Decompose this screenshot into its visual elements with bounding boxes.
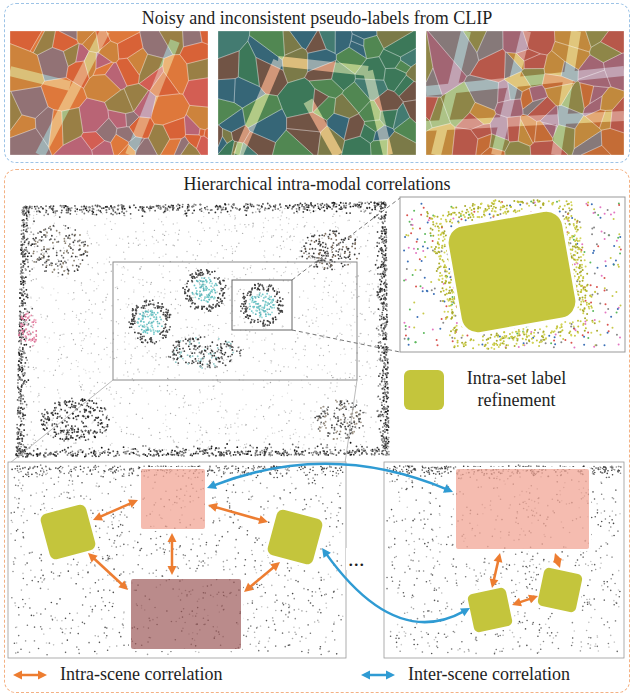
figure-page: Noisy and inconsistent pseudo-labels fro… (0, 0, 634, 696)
